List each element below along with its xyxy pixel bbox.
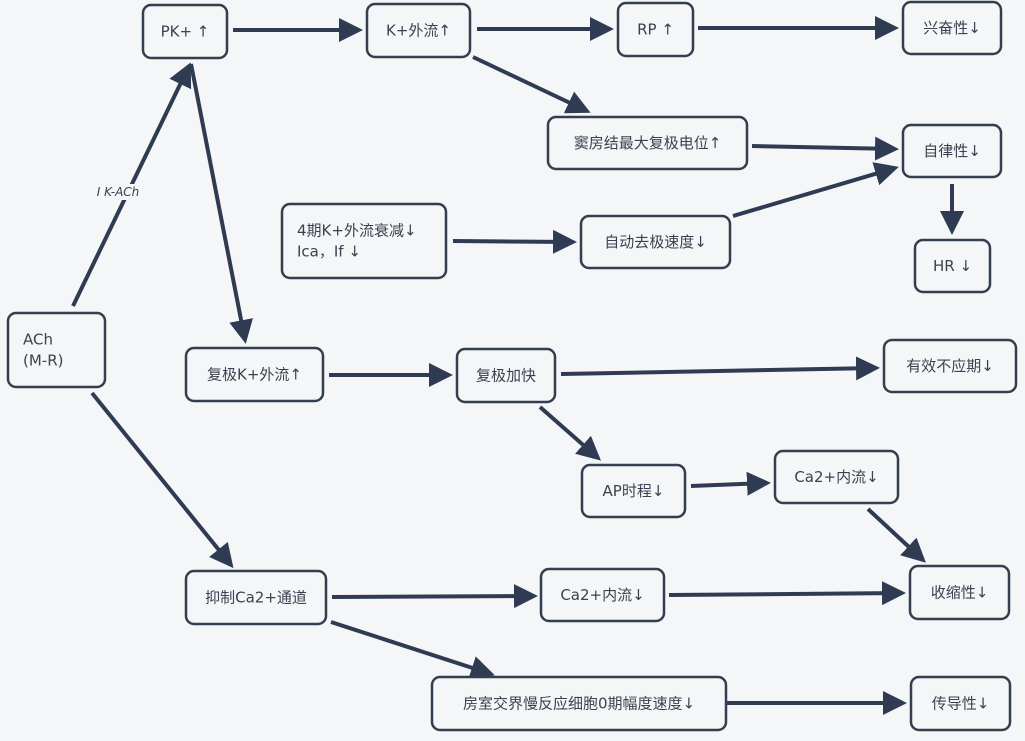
node-label: 抑制Ca2+通道: [205, 589, 307, 607]
node-sa-max-repol[interactable]: 窦房结最大复极电位↑: [546, 115, 749, 171]
node-label: 自律性↓: [923, 142, 981, 160]
node-box: [539, 567, 666, 623]
node-label: (M-R): [23, 352, 63, 370]
node-conductivity[interactable]: 传导性↓: [909, 675, 1012, 732]
arrow-phase4-to-auto-depol: [452, 229, 577, 254]
node-label: 4期K+外流衰减↓: [297, 222, 417, 240]
node-pk[interactable]: PK+ ↑: [141, 3, 229, 60]
node-ca-in-1[interactable]: Ca2+内流↓: [773, 449, 900, 505]
node-label: 收缩性↓: [931, 584, 989, 602]
node-box: [546, 115, 749, 171]
arrow-auto-depol-to-automaticity: [732, 162, 899, 218]
node-box: [184, 569, 328, 626]
node-excitability[interactable]: 兴奋性↓: [901, 0, 1003, 56]
arrow-repol-faster-to-ap-duration: [538, 405, 602, 461]
node-box: [365, 2, 472, 59]
node-inhibit-ca[interactable]: 抑制Ca2+通道: [184, 569, 328, 626]
node-label: 有效不应期↓: [906, 357, 994, 375]
node-rp[interactable]: RP ↑: [616, 1, 695, 58]
arrow-k-out-to-sa-max-repol: [472, 55, 591, 114]
node-phase4[interactable]: 4期K+外流衰减↓ Ica，If ↓: [280, 202, 448, 280]
node-box: [773, 449, 900, 505]
node-box: [141, 3, 229, 60]
node-box: [184, 346, 325, 403]
node-av-junction[interactable]: 房室交界慢反应细胞0期幅度速度↓: [430, 675, 728, 732]
node-box: [901, 0, 1003, 56]
node-box: [280, 202, 448, 280]
edge-label: I K-ACh: [97, 185, 140, 199]
nodes-layer: ACh (M-R) PK+ ↑ K+外流↑ RP ↑ 兴奋性↓ 窦房结最大复极电位↑ 自律性…: [6, 0, 1018, 732]
node-label: Ica，If ↓: [297, 243, 361, 261]
node-label: 房室交界慢反应细胞0期幅度速度↓: [463, 695, 695, 713]
node-ap-duration[interactable]: AP时程↓: [580, 463, 687, 519]
node-auto-depol[interactable]: 自动去极速度↓: [579, 214, 732, 270]
node-label: 复极加快: [476, 367, 536, 385]
node-label: ACh: [23, 331, 53, 349]
node-label: 传导性↓: [932, 695, 990, 713]
arrow-ach-to-inhibit-ca: [90, 391, 234, 569]
node-ach[interactable]: ACh (M-R): [6, 311, 107, 389]
node-repol-k-out[interactable]: 复极K+外流↑: [184, 346, 325, 403]
node-label: 窦房结最大复极电位↑: [574, 134, 722, 152]
node-box: [430, 675, 728, 732]
node-label: 自动去极速度↓: [604, 233, 707, 251]
node-k-out[interactable]: K+外流↑: [365, 2, 472, 59]
node-contractility[interactable]: 收缩性↓: [908, 564, 1011, 621]
node-label: AP时程↓: [603, 482, 665, 500]
node-label: Ca2+内流↓: [794, 468, 878, 486]
node-box: [455, 347, 557, 404]
node-label: HR ↓: [933, 257, 972, 275]
arrow-ca-in-2-to-contractility: [668, 581, 906, 606]
node-label: RP ↑: [637, 21, 674, 39]
node-box: [882, 338, 1018, 394]
node-automaticity[interactable]: 自律性↓: [901, 123, 1003, 179]
node-box: [616, 1, 695, 58]
node-box: [6, 311, 107, 389]
node-label: 兴奋性↓: [923, 19, 981, 37]
arrow-repol-faster-to-erp: [560, 356, 880, 381]
node-label: 复极K+外流↑: [207, 366, 302, 384]
node-box: [909, 675, 1012, 732]
node-box: [580, 463, 687, 519]
arrow-inhibit-ca-to-ca-in-2: [331, 584, 538, 609]
node-label: PK+ ↑: [161, 23, 210, 41]
node-erp[interactable]: 有效不应期↓: [882, 338, 1018, 394]
arrow-ca-in-1-to-contractility: [866, 507, 926, 563]
node-box: [901, 123, 1003, 179]
node-box: [579, 214, 732, 270]
node-repol-faster[interactable]: 复极加快: [455, 347, 557, 404]
arrow-pk-to-repol-k-out: [189, 63, 253, 344]
arrow-inhibit-ca-to-av-junction: [330, 620, 495, 680]
arrow-sa-max-repol-to-automaticity: [751, 136, 899, 161]
node-label: Ca2+内流↓: [560, 586, 644, 604]
node-box: [908, 564, 1011, 621]
node-label: K+外流↑: [386, 22, 451, 40]
edge-label-background: [88, 184, 148, 200]
edges-layer: I K-ACh: [71, 16, 964, 715]
node-hr[interactable]: HR ↓: [913, 238, 992, 294]
arrow-ap-duration-to-ca-in-1: [690, 471, 771, 496]
node-ca-in-2[interactable]: Ca2+内流↓: [539, 567, 666, 623]
node-box: [913, 238, 992, 294]
